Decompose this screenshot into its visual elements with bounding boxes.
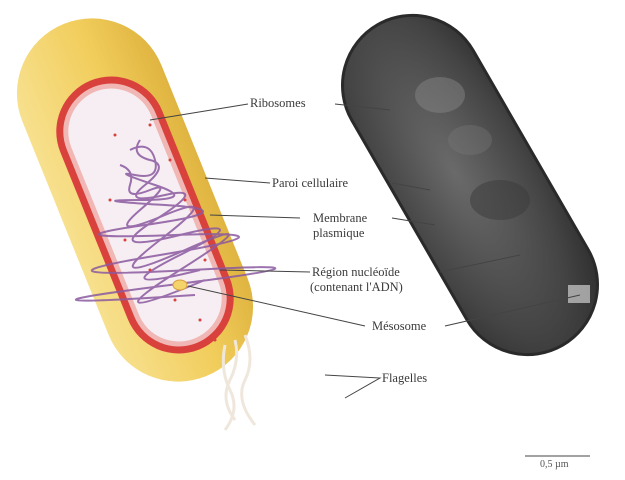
label-membrane-line2: plasmique <box>313 226 364 240</box>
micrograph-texture <box>470 180 530 220</box>
label-membrane-line1: Membrane <box>313 211 367 225</box>
label-nucleoide-line2: (contenant l'ADN) <box>310 280 403 294</box>
mesosome-micrograph <box>568 285 590 303</box>
bacterium-illustration <box>0 0 276 430</box>
scale-bar-label: 0,5 µm <box>540 459 569 470</box>
electron-micrograph <box>317 0 623 380</box>
label-ribosomes: Ribosomes <box>250 96 306 110</box>
micrograph-highlight <box>415 77 465 113</box>
label-nucleoide-line1: Région nucléoïde <box>312 265 400 279</box>
leader-paroi-left <box>205 178 270 183</box>
mesosome <box>173 280 187 290</box>
leader-membrane-left <box>210 215 300 218</box>
micrograph-texture <box>448 125 492 155</box>
leader-flagelles <box>325 375 380 398</box>
micrograph-body <box>317 0 623 380</box>
label-paroi-cellulaire: Paroi cellulaire <box>272 176 348 190</box>
label-flagelles: Flagelles <box>382 371 427 385</box>
label-mesosome: Mésosome <box>372 319 426 333</box>
